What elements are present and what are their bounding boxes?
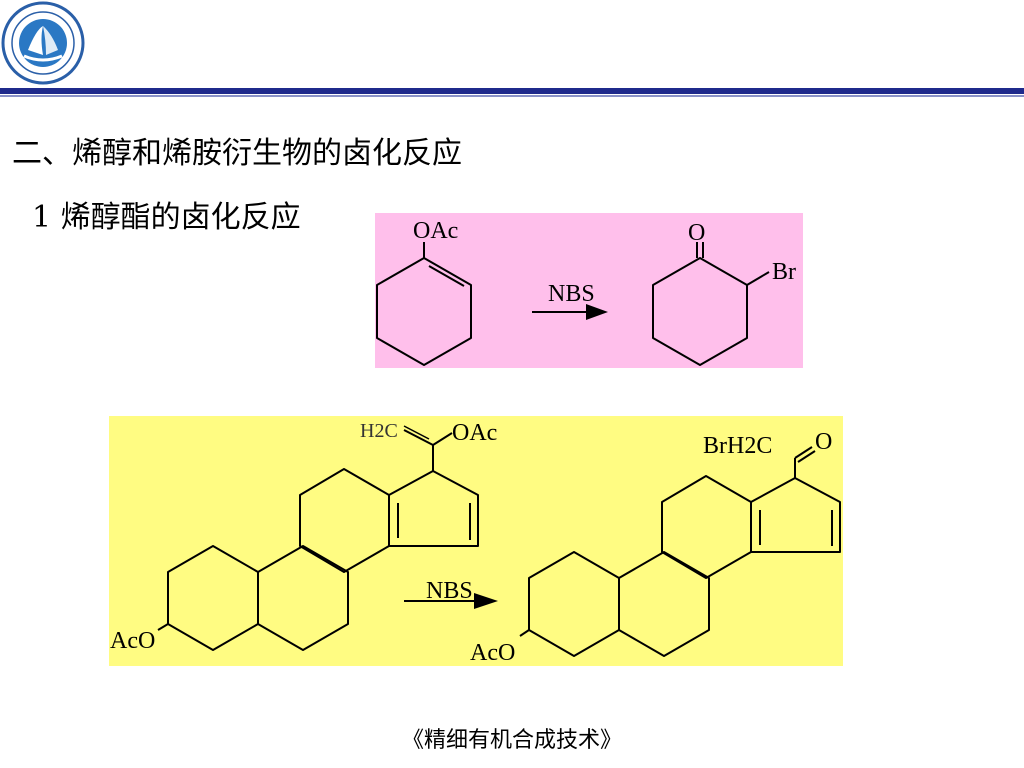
r1-reagent-label: NBS: [548, 281, 595, 307]
bromocyclohexanone-structure: [652, 242, 770, 366]
steroid-enol-acetate-structure: [157, 425, 479, 651]
r2-aco-label: AcO: [110, 628, 155, 654]
slide-title: 二、烯醇和烯胺衍生物的卤化反应: [12, 136, 462, 171]
r1-oxygen-label: O: [688, 220, 705, 246]
footer-course-title: 《精细有机合成技术》: [401, 728, 622, 753]
r1-oac-label: OAc: [413, 218, 458, 244]
reaction-2-arrowhead: [474, 593, 498, 609]
slide-subtitle: 1 烯醇酯的卤化反应: [32, 200, 301, 235]
reaction-1-panel: [375, 213, 803, 368]
reaction-1-arrowhead: [586, 304, 608, 320]
r2-product-aco-label: AcO: [470, 640, 515, 666]
school-logo-icon: [1, 1, 85, 85]
r2-reagent-label: NBS: [426, 578, 473, 604]
r2-oac-label: OAc: [452, 420, 497, 446]
r1-bromine-label: Br: [772, 259, 796, 285]
r2-ch2-label: H2C: [360, 420, 398, 442]
cyclohexenyl-acetate-structure: [376, 242, 472, 366]
header-rule: [0, 88, 1024, 94]
r2-brh2c-label: BrH2C: [703, 433, 772, 459]
reaction-2-panel: [109, 416, 843, 666]
r2-oxygen-label: O: [815, 429, 832, 455]
steroid-bromoketone-structure: [519, 446, 841, 657]
header-rule-thin: [0, 95, 1024, 97]
